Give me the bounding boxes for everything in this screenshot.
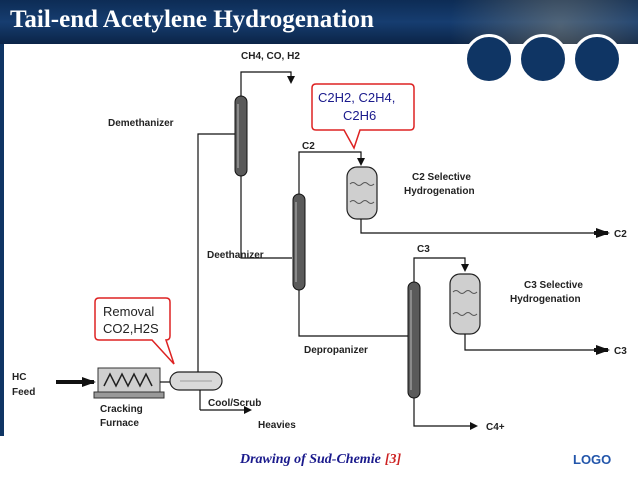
acetylene-components-text: C2H6 bbox=[343, 108, 376, 123]
caption-reference: [3] bbox=[384, 452, 402, 467]
c3-label: C3 bbox=[417, 244, 430, 255]
c4-plus-arrow bbox=[413, 398, 478, 430]
overhead-arrow bbox=[240, 71, 295, 96]
removal-callout bbox=[94, 297, 175, 365]
header-decoration-circle bbox=[572, 34, 622, 84]
stream-line bbox=[240, 176, 292, 259]
demethanizer-column bbox=[234, 95, 248, 177]
slide-title: Tail-end Acetylene Hydrogenation bbox=[10, 6, 374, 33]
cool-scrub-drum bbox=[169, 371, 223, 391]
process-flow-diagram: HC Feed Cracking Furnace Cool/Scrub Heav… bbox=[12, 51, 627, 433]
demethanizer-label: Demethanizer bbox=[108, 118, 174, 129]
ch4-co-h2-label: CH4, CO, H2 bbox=[241, 51, 300, 62]
c2-selective-label: C2 Selective bbox=[412, 172, 471, 183]
logo: LOGO bbox=[573, 452, 612, 467]
c2-product-label: C2 bbox=[614, 229, 627, 240]
slide-left-border bbox=[0, 44, 4, 436]
c4-plus-label: C4+ bbox=[486, 422, 505, 433]
figure-caption: Drawing of Sud-Chemie[3] bbox=[240, 452, 401, 468]
c3-product-arrow bbox=[464, 334, 606, 351]
hc-feed-label: Feed bbox=[12, 387, 35, 398]
acetylene-components-text: C2H2, C2H4, bbox=[318, 90, 395, 105]
deethanizer-column bbox=[292, 193, 306, 291]
c2-selective-label: Hydrogenation bbox=[404, 186, 475, 197]
c2-label: C2 bbox=[302, 141, 315, 152]
cool-scrub-label: Cool/Scrub bbox=[208, 398, 261, 409]
c3-selective-label: C3 Selective bbox=[524, 280, 583, 291]
removal-text: Removal bbox=[103, 304, 154, 319]
c2-stream bbox=[298, 151, 365, 194]
caption-text: Drawing of Sud-Chemie bbox=[240, 452, 381, 467]
c3-product-label: C3 bbox=[614, 346, 627, 357]
depropanizer-label: Depropanizer bbox=[304, 345, 368, 356]
c3-selective-reactor bbox=[449, 273, 481, 335]
c2-selective-reactor bbox=[346, 166, 378, 220]
heavies-label: Heavies bbox=[258, 420, 296, 431]
header-decoration-circle bbox=[518, 34, 568, 84]
cracking-furnace-label: Furnace bbox=[100, 418, 139, 429]
stream-line bbox=[298, 290, 408, 337]
c3-stream bbox=[413, 257, 469, 282]
header-decoration-circle bbox=[464, 34, 514, 84]
hc-feed-label: HC bbox=[12, 372, 26, 383]
cracking-furnace-label: Cracking bbox=[100, 404, 143, 415]
stream-line bbox=[197, 133, 236, 372]
depropanizer-column bbox=[407, 281, 421, 399]
slide-header: Tail-end Acetylene Hydrogenation bbox=[0, 0, 638, 44]
deethanizer-label: Deethanizer bbox=[207, 250, 264, 261]
c2-product-arrow bbox=[360, 219, 606, 234]
acetylene-components-callout bbox=[311, 83, 415, 150]
c3-selective-label: Hydrogenation bbox=[510, 294, 581, 305]
cracking-furnace bbox=[93, 367, 165, 399]
removal-text: CO2,H2S bbox=[103, 321, 159, 336]
